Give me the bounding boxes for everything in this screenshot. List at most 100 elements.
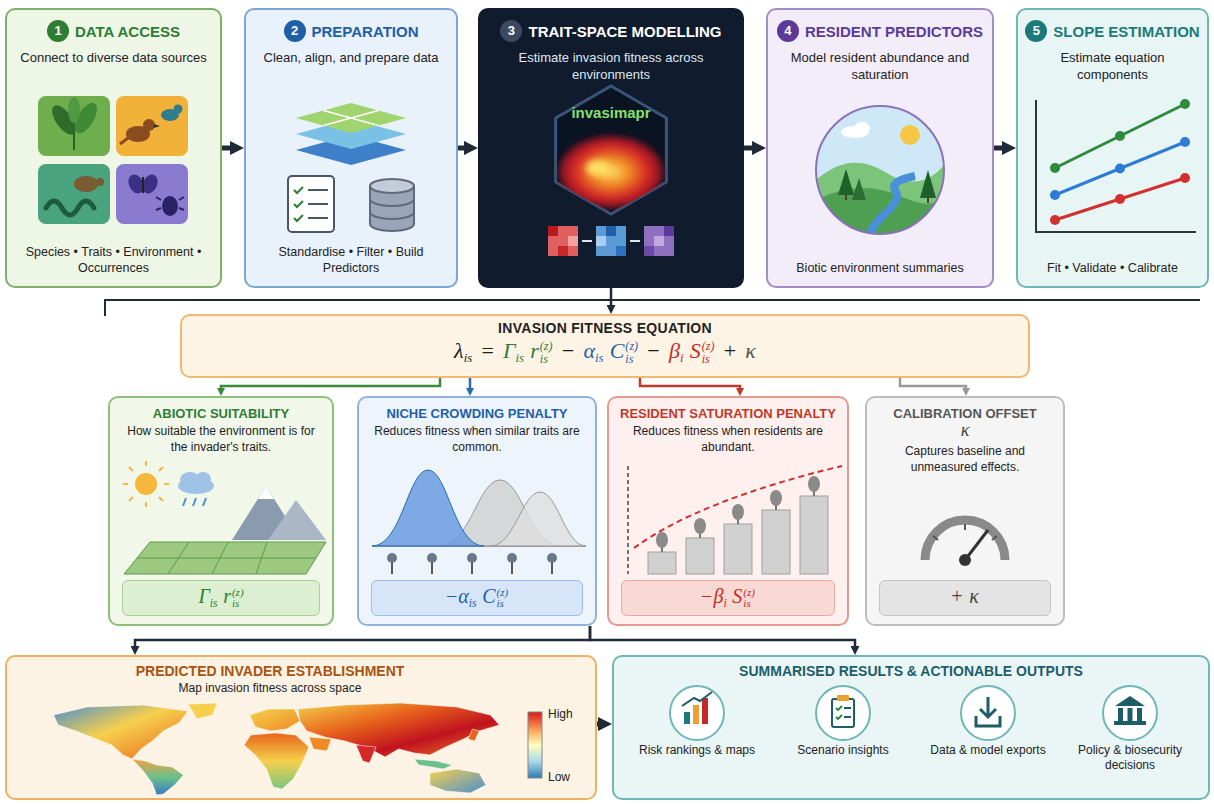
formula-pill: +κ [879, 580, 1051, 616]
landscape-icon-part-part [870, 176, 915, 234]
formula-group: Γisr(z)is [127, 584, 315, 611]
step-footer-group: Standardise • Filter • Build Predictors [254, 244, 448, 277]
script-stack: (z)is [625, 340, 638, 365]
slope-chart-part [1036, 100, 1196, 232]
package-logo-part [568, 236, 578, 246]
connector-arrow [744, 146, 752, 151]
step-number: 4 [777, 20, 799, 42]
output-icon: Policy & biosecurity decisions [1060, 685, 1200, 795]
component-description: Captures baseline and unmeasured effects… [875, 444, 1055, 475]
resident-bars-icon-part [699, 532, 701, 538]
package-logo-part [582, 240, 640, 242]
output-icons-part [1118, 708, 1123, 721]
landscape-icon-part-part [920, 170, 936, 198]
trait-curves-icon [372, 470, 586, 574]
package-logo-part [559, 136, 663, 208]
output-icon: Scenario insights [773, 685, 913, 795]
trait-curves-icon-part [372, 545, 586, 547]
climate-terrain-icon-part [178, 478, 214, 494]
equation-title-group: INVASION FITNESS EQUATION [190, 320, 1020, 336]
icon-caption: Data & model exports [920, 743, 1056, 758]
panel-subtitle-group: Map invasion fitness across space [15, 681, 525, 695]
output-icons [670, 686, 1157, 740]
component-body-group: Reduces fitness when residents are abund… [617, 424, 839, 455]
trait-curves-icon-part [387, 553, 397, 563]
subscript: i [724, 597, 727, 610]
taxa-icons [38, 96, 188, 224]
pipeline-step-box: 5SLOPE ESTIMATIONEstimate equation compo… [1016, 8, 1209, 288]
step-title: DATA ACCESS [75, 23, 180, 40]
trait-curves-icon-part [490, 492, 586, 546]
slope-chart [1036, 99, 1196, 232]
step-footer-group: Fit • Validate • Calibrate [1026, 260, 1199, 276]
package-logo-part [616, 246, 626, 256]
math-symbol: S [690, 338, 701, 363]
package-logo-part [596, 226, 626, 256]
slope-chart-part [1180, 99, 1190, 109]
step-footer: Fit • Validate • Calibrate [1026, 260, 1199, 276]
gauge-icon-part [925, 520, 1005, 560]
output-icons-part [836, 706, 842, 719]
landscape-icon-part-part [845, 195, 847, 200]
world-map-part-part [430, 769, 486, 793]
offset-symbol: κ [875, 420, 1055, 441]
slope-chart-part [1115, 164, 1125, 174]
resident-bars-icon-part [686, 538, 714, 574]
subscript: is [232, 598, 244, 610]
slope-chart-part [1050, 190, 1060, 200]
taxa-icons-part [116, 96, 188, 156]
operator: − [562, 338, 574, 363]
output-icons-part [980, 697, 996, 717]
component-heading-group: ABIOTIC SUITABILITY [114, 406, 328, 421]
package-logo-part [548, 226, 558, 236]
climate-terrain-icon-part [137, 542, 316, 574]
slope-chart-part [1050, 163, 1060, 173]
landscape-icon [816, 106, 944, 234]
resident-bars-icon-part [813, 490, 815, 496]
output-icon: Risk rankings & maps [627, 685, 767, 795]
step-header: 2PREPARATION [250, 20, 452, 42]
data-prep-icons-part [294, 187, 303, 221]
step-header: 4RESIDENT PREDICTORS [772, 20, 988, 42]
data-prep-icons-part [296, 119, 406, 149]
world-map-part-part [54, 705, 188, 759]
landscape-icon-part-part [852, 178, 866, 200]
output-panel: PREDICTED INVADER ESTABLISHMENTMap invas… [5, 655, 597, 800]
package-logo-part [606, 226, 616, 236]
taxa-icons-part [154, 124, 160, 128]
output-icons-part [816, 686, 870, 740]
output-icons-part [684, 712, 690, 724]
pipeline-step-box: 1DATA ACCESSConnect to diverse data sour… [5, 8, 222, 288]
step-footer-group: Biotic environment summaries [776, 260, 984, 276]
output-icons-part [844, 708, 851, 717]
package-logo [548, 86, 674, 256]
pipeline-step-box: 3TRAIT-SPACE MODELLINGEstimate invasion … [478, 8, 744, 288]
resident-bars-icon-part [656, 532, 668, 548]
data-prep-icons-part [288, 176, 334, 232]
package-name: invasimapr [488, 104, 734, 121]
output-icons-part [1114, 721, 1146, 725]
taxa-icons-part [142, 177, 144, 193]
trait-curves-icon-part [507, 553, 517, 563]
connector-arrow [135, 626, 590, 646]
script-stack: (z)is [232, 587, 244, 610]
world-map-part-part [250, 709, 300, 731]
legend-label: Low [548, 770, 570, 784]
formula: +κ [884, 584, 1046, 608]
step-footer: Standardise • Filter • Build Predictors [254, 244, 448, 277]
subscript: is [497, 598, 509, 610]
step-title: PREPARATION [312, 23, 419, 40]
landscape-icon-part-part [854, 122, 870, 134]
step-description: Clean, align, and prepare data [254, 50, 448, 67]
taxa-icons-part [126, 126, 150, 142]
taxa-icons-part [96, 178, 104, 186]
step-description: Connect to diverse data sources [15, 50, 212, 67]
package-logo-part-part [559, 136, 663, 208]
math-symbol: β [714, 585, 724, 607]
connector-arrow [640, 378, 740, 388]
output-icons-part [1137, 708, 1142, 721]
connector-arrow [610, 288, 613, 305]
output-icons-part [670, 686, 724, 740]
connector-arrow [222, 146, 230, 151]
